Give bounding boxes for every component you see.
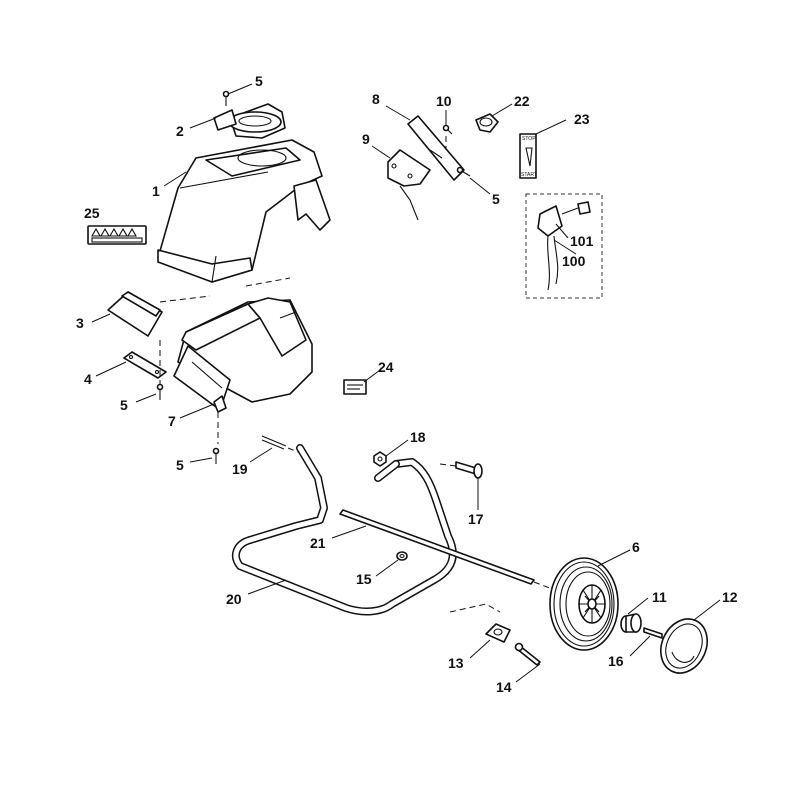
- callout-25: 25: [84, 205, 100, 221]
- part-6-wheel: [549, 557, 619, 651]
- part-4-bracket-strip: [123, 351, 167, 379]
- part-5-screw-top: [222, 90, 230, 106]
- part-5-screw-left: [156, 383, 164, 400]
- part-7-chute-housing: [173, 297, 313, 413]
- callout-8: 8: [372, 91, 380, 107]
- part-25-warning-decal: [87, 225, 147, 245]
- part-10-screw: [442, 124, 453, 135]
- part-19-pin: [261, 435, 299, 453]
- callout-7: 7: [168, 413, 176, 429]
- part-13-axle-bracket: [485, 623, 511, 643]
- callout-5: 5: [120, 397, 128, 413]
- callout-10: 10: [436, 93, 452, 109]
- callout-20: 20: [226, 591, 242, 607]
- callout-12: 12: [722, 589, 738, 605]
- callout-9: 9: [362, 131, 370, 147]
- callout-13: 13: [448, 655, 464, 671]
- part-5-screw-right: [456, 166, 471, 177]
- callout-101: 101: [570, 233, 594, 249]
- callout-18: 18: [410, 429, 426, 445]
- callout-24: 24: [378, 359, 394, 375]
- decal-25-warning-icon: [91, 227, 143, 243]
- part-15-spacer: [396, 551, 408, 561]
- part-24-label: [343, 379, 367, 395]
- part-23-throttle-decal: STOP START: [519, 133, 537, 179]
- part-14-bolt: [514, 642, 541, 666]
- callout-17: 17: [468, 511, 484, 527]
- part-11-bushing: [620, 613, 642, 633]
- part-3-deflector-plate: [107, 291, 163, 337]
- callout-19: 19: [232, 461, 248, 477]
- part-9-throttle-control: [387, 149, 443, 221]
- optional-kit-box: [525, 193, 603, 299]
- part-2-funnel-plate: [213, 103, 286, 139]
- callout-15: 15: [356, 571, 372, 587]
- callout-5: 5: [492, 191, 500, 207]
- decal-23-start-text: START: [521, 172, 537, 178]
- callout-22: 22: [514, 93, 530, 109]
- part-12-wheel-cover: [660, 618, 708, 674]
- callout-4: 4: [84, 371, 92, 387]
- callout-23: 23: [574, 111, 590, 127]
- callout-14: 14: [496, 679, 512, 695]
- callout-3: 3: [76, 315, 84, 331]
- decal-23-stop-text: STOP: [522, 136, 536, 142]
- callout-21: 21: [310, 535, 326, 551]
- part-8-mount-plate: [407, 115, 465, 181]
- callout-numbers: 5 2 1 25 3 4 5 7 5 19 8 10 22 23 9 5 101…: [76, 73, 738, 695]
- part-1-hopper-housing: [157, 139, 331, 283]
- part-101-switch: [561, 201, 591, 215]
- callout-2: 2: [176, 123, 184, 139]
- part-18-nut: [373, 451, 387, 467]
- callout-11: 11: [652, 589, 667, 605]
- decal-24-label-icon: [347, 384, 363, 390]
- part-22-throttle-knob: [475, 113, 499, 133]
- part-17-carriage-bolt: [439, 461, 483, 479]
- part-21-axle-rod: [339, 509, 561, 593]
- part-20-handle-frame: [231, 444, 457, 616]
- callout-6: 6: [632, 539, 640, 555]
- callout-16: 16: [608, 653, 624, 669]
- callout-100: 100: [562, 253, 586, 269]
- callout-1: 1: [152, 183, 160, 199]
- callout-5: 5: [176, 457, 184, 473]
- part-100-switch-harness: [537, 205, 563, 291]
- leader-lines: [91, 83, 721, 683]
- part-5-screw-lower: [212, 447, 220, 464]
- callout-5: 5: [255, 73, 263, 89]
- part-16-pin: [643, 627, 663, 639]
